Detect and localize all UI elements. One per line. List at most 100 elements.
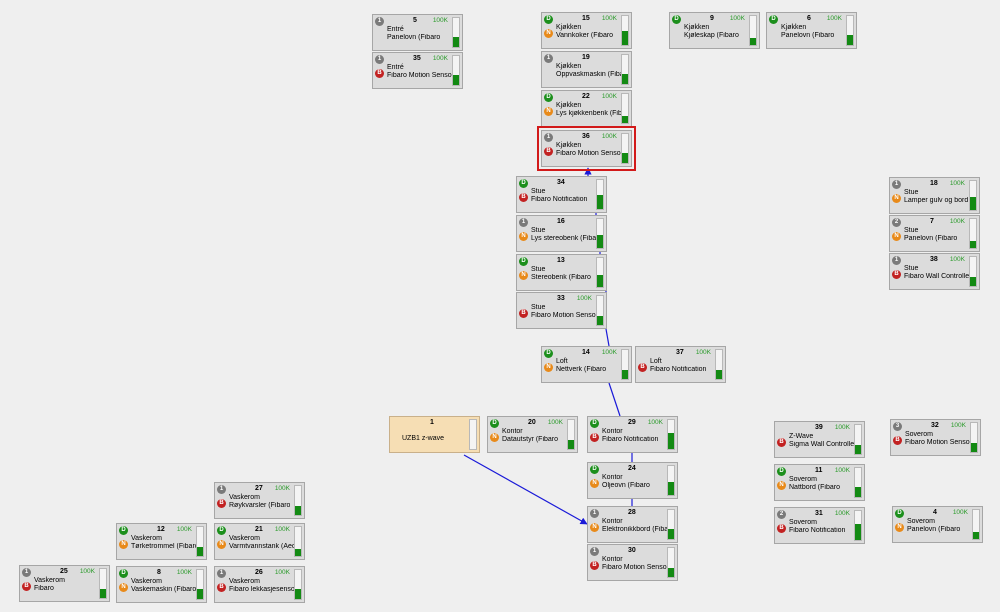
room-label: Vaskerom	[131, 535, 162, 542]
type-badge: N	[519, 271, 528, 280]
node-id: 11	[815, 467, 823, 474]
room-label: Entré	[387, 64, 404, 71]
room-label: Z-Wave	[789, 433, 814, 440]
type-badge: N	[490, 433, 499, 442]
status-badge: 1	[892, 256, 901, 265]
signal-bar-fill	[453, 36, 459, 47]
type-badge: N	[892, 194, 901, 203]
signal-bar-fill	[855, 524, 861, 540]
room-label: Soverom	[907, 518, 936, 525]
status-badge: D	[217, 526, 226, 535]
device-label: Lys stereobenk (Fibaro	[531, 235, 597, 242]
type-badge: B	[375, 69, 384, 78]
signal-bar	[667, 465, 675, 496]
node-id: 38	[930, 256, 938, 263]
type-badge: N	[777, 481, 786, 490]
status-badge: 1	[375, 55, 384, 64]
signal-bar	[596, 218, 604, 249]
status-badge: D	[544, 15, 553, 24]
node-id: 32	[931, 422, 939, 429]
status-badge: D	[895, 509, 904, 518]
signal-bar-fill	[197, 547, 203, 556]
room-label: Stue	[531, 304, 546, 311]
room-label: Kjøkken	[781, 24, 807, 31]
room-label: Loft	[556, 358, 568, 365]
signal-bar	[452, 17, 460, 48]
signal-bar-fill	[295, 588, 301, 599]
room-label: Kjøkken	[556, 142, 582, 149]
device-label: Fibaro Motion Sensor	[556, 150, 622, 157]
node-id: 9	[710, 15, 714, 22]
node-id: 30	[628, 547, 636, 554]
signal-label: 100K	[176, 569, 192, 576]
device-label: Fibaro Notification	[531, 196, 588, 203]
device-label: Nettverk (Fibaro	[556, 366, 607, 373]
device-label: Panelovn (Fibaro	[387, 34, 441, 41]
signal-label: 100K	[176, 526, 192, 533]
room-label: Kontor	[602, 556, 623, 563]
node-id: 35	[413, 55, 421, 62]
signal-bar	[196, 569, 204, 600]
device-label: Fibaro	[34, 585, 54, 592]
node-id: 7	[930, 218, 934, 225]
node-id: 28	[628, 509, 636, 516]
status-badge: 3	[893, 422, 902, 431]
signal-label: 100K	[834, 467, 850, 474]
signal-bar-fill	[750, 37, 756, 45]
room-label: Stue	[531, 188, 546, 195]
signal-bar-fill	[100, 589, 106, 598]
signal-bar	[972, 509, 980, 540]
signal-bar-fill	[453, 74, 459, 85]
device-label: Varmtvannstank (Aeotec	[229, 543, 295, 550]
node-id: 1	[430, 419, 434, 426]
signal-bar-fill	[970, 240, 976, 248]
route-link	[463, 454, 588, 525]
type-badge: N	[217, 540, 226, 549]
status-badge: 1	[544, 54, 553, 63]
signal-bar	[969, 180, 977, 211]
device-label: Panelovn (Fibaro	[904, 235, 958, 242]
signal-label: 100K	[601, 93, 617, 100]
status-badge: 1	[544, 133, 553, 142]
signal-bar-fill	[668, 528, 674, 539]
signal-label: 100K	[274, 569, 290, 576]
device-label: Vannkoker (Fibaro	[556, 32, 614, 39]
device-label: Fibaro Notification	[602, 436, 659, 443]
device-label: Nattbord (Fibaro	[789, 484, 840, 491]
status-badge: D	[519, 257, 528, 266]
